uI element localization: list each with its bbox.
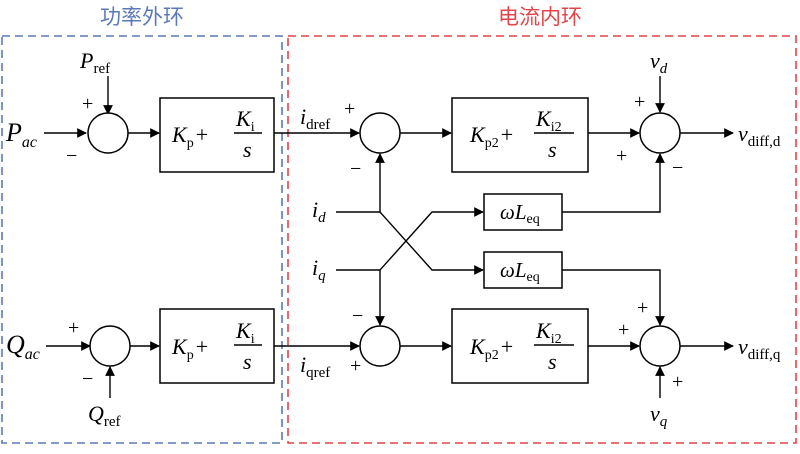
id-ref-label: idref <box>300 104 330 133</box>
iq-ref-sign: + <box>350 355 361 377</box>
inner-loop-frame <box>287 35 797 444</box>
outer-pi-p-ki: Ki <box>235 106 255 135</box>
q-ac-sign: + <box>68 317 79 339</box>
outer-loop-title: 功率外环 <box>100 5 184 29</box>
inner-pi-block-q <box>451 308 589 384</box>
inner-pi-q-kp: Kp2+ <box>469 334 513 363</box>
sum-junction-id <box>359 112 401 154</box>
decouple-q-output-wire <box>562 269 665 326</box>
iq-ref-label: iqref <box>300 352 330 381</box>
i-d-cross-wire <box>379 211 484 275</box>
v-d-sign: + <box>634 91 645 113</box>
inner-pi-block-d <box>451 97 589 173</box>
outer-loop-frame <box>1 35 283 444</box>
v-q-label: vq <box>650 401 668 430</box>
inner-pi-d-ki: Ki2 <box>535 106 562 135</box>
outer-pi-block-q <box>159 308 275 384</box>
inner-pi-q-ki: Ki2 <box>535 318 562 347</box>
inner-pi-d-s: s <box>548 137 557 162</box>
v-diff-q-label: vdiff,q <box>738 334 781 363</box>
sum-junction-p <box>87 112 129 154</box>
i-d-label: id <box>312 197 326 226</box>
sum-junction-iq <box>359 325 401 367</box>
i-d-feedback-sign: − <box>350 158 361 180</box>
v-diff-d-label: vdiff,d <box>738 121 781 150</box>
decouple-block-d <box>483 193 563 231</box>
id-ref-sign: + <box>344 98 355 120</box>
p-ref-label: Pref <box>79 48 110 77</box>
sum-junction-vq <box>639 325 681 367</box>
outer-pi-q-s: s <box>243 349 252 374</box>
sum-junction-vd <box>639 112 681 154</box>
sum-junction-q <box>89 325 131 367</box>
outer-pi-q-ki: Ki <box>235 318 255 347</box>
outer-pi-p-s: s <box>243 137 252 162</box>
decouple-d-sign: − <box>672 157 683 179</box>
inner-pi-q-s: s <box>548 349 557 374</box>
v-q-sign: + <box>672 371 683 393</box>
i-q-label: iq <box>312 255 326 284</box>
decouple-d-text: ωLeq <box>500 200 540 227</box>
outer-pi-p-kp: Kp+ <box>171 122 208 151</box>
inner-pi-d-kp: Kp2+ <box>469 122 513 151</box>
pi-d-sign: + <box>616 145 627 167</box>
decouple-d-output-wire <box>562 153 665 213</box>
i-q-cross-wire <box>379 207 484 271</box>
q-ac-label: Qac <box>6 330 40 363</box>
p-ref-sign: + <box>82 93 93 115</box>
decouple-q-sign: + <box>637 297 648 319</box>
v-d-label: vd <box>650 48 668 77</box>
i-q-feedback-sign: − <box>352 305 363 327</box>
pi-q-sign: + <box>618 319 629 341</box>
p-ac-sign: − <box>66 145 77 167</box>
decouple-q-text: ωLeq <box>500 258 540 285</box>
inner-loop-title: 电流内环 <box>498 5 582 29</box>
p-ac-label: Pac <box>5 118 37 151</box>
outer-pi-block-p <box>159 97 275 173</box>
q-ref-sign: − <box>82 368 93 390</box>
outer-pi-q-kp: Kp+ <box>171 334 208 363</box>
q-ref-label: Qref <box>88 401 121 430</box>
